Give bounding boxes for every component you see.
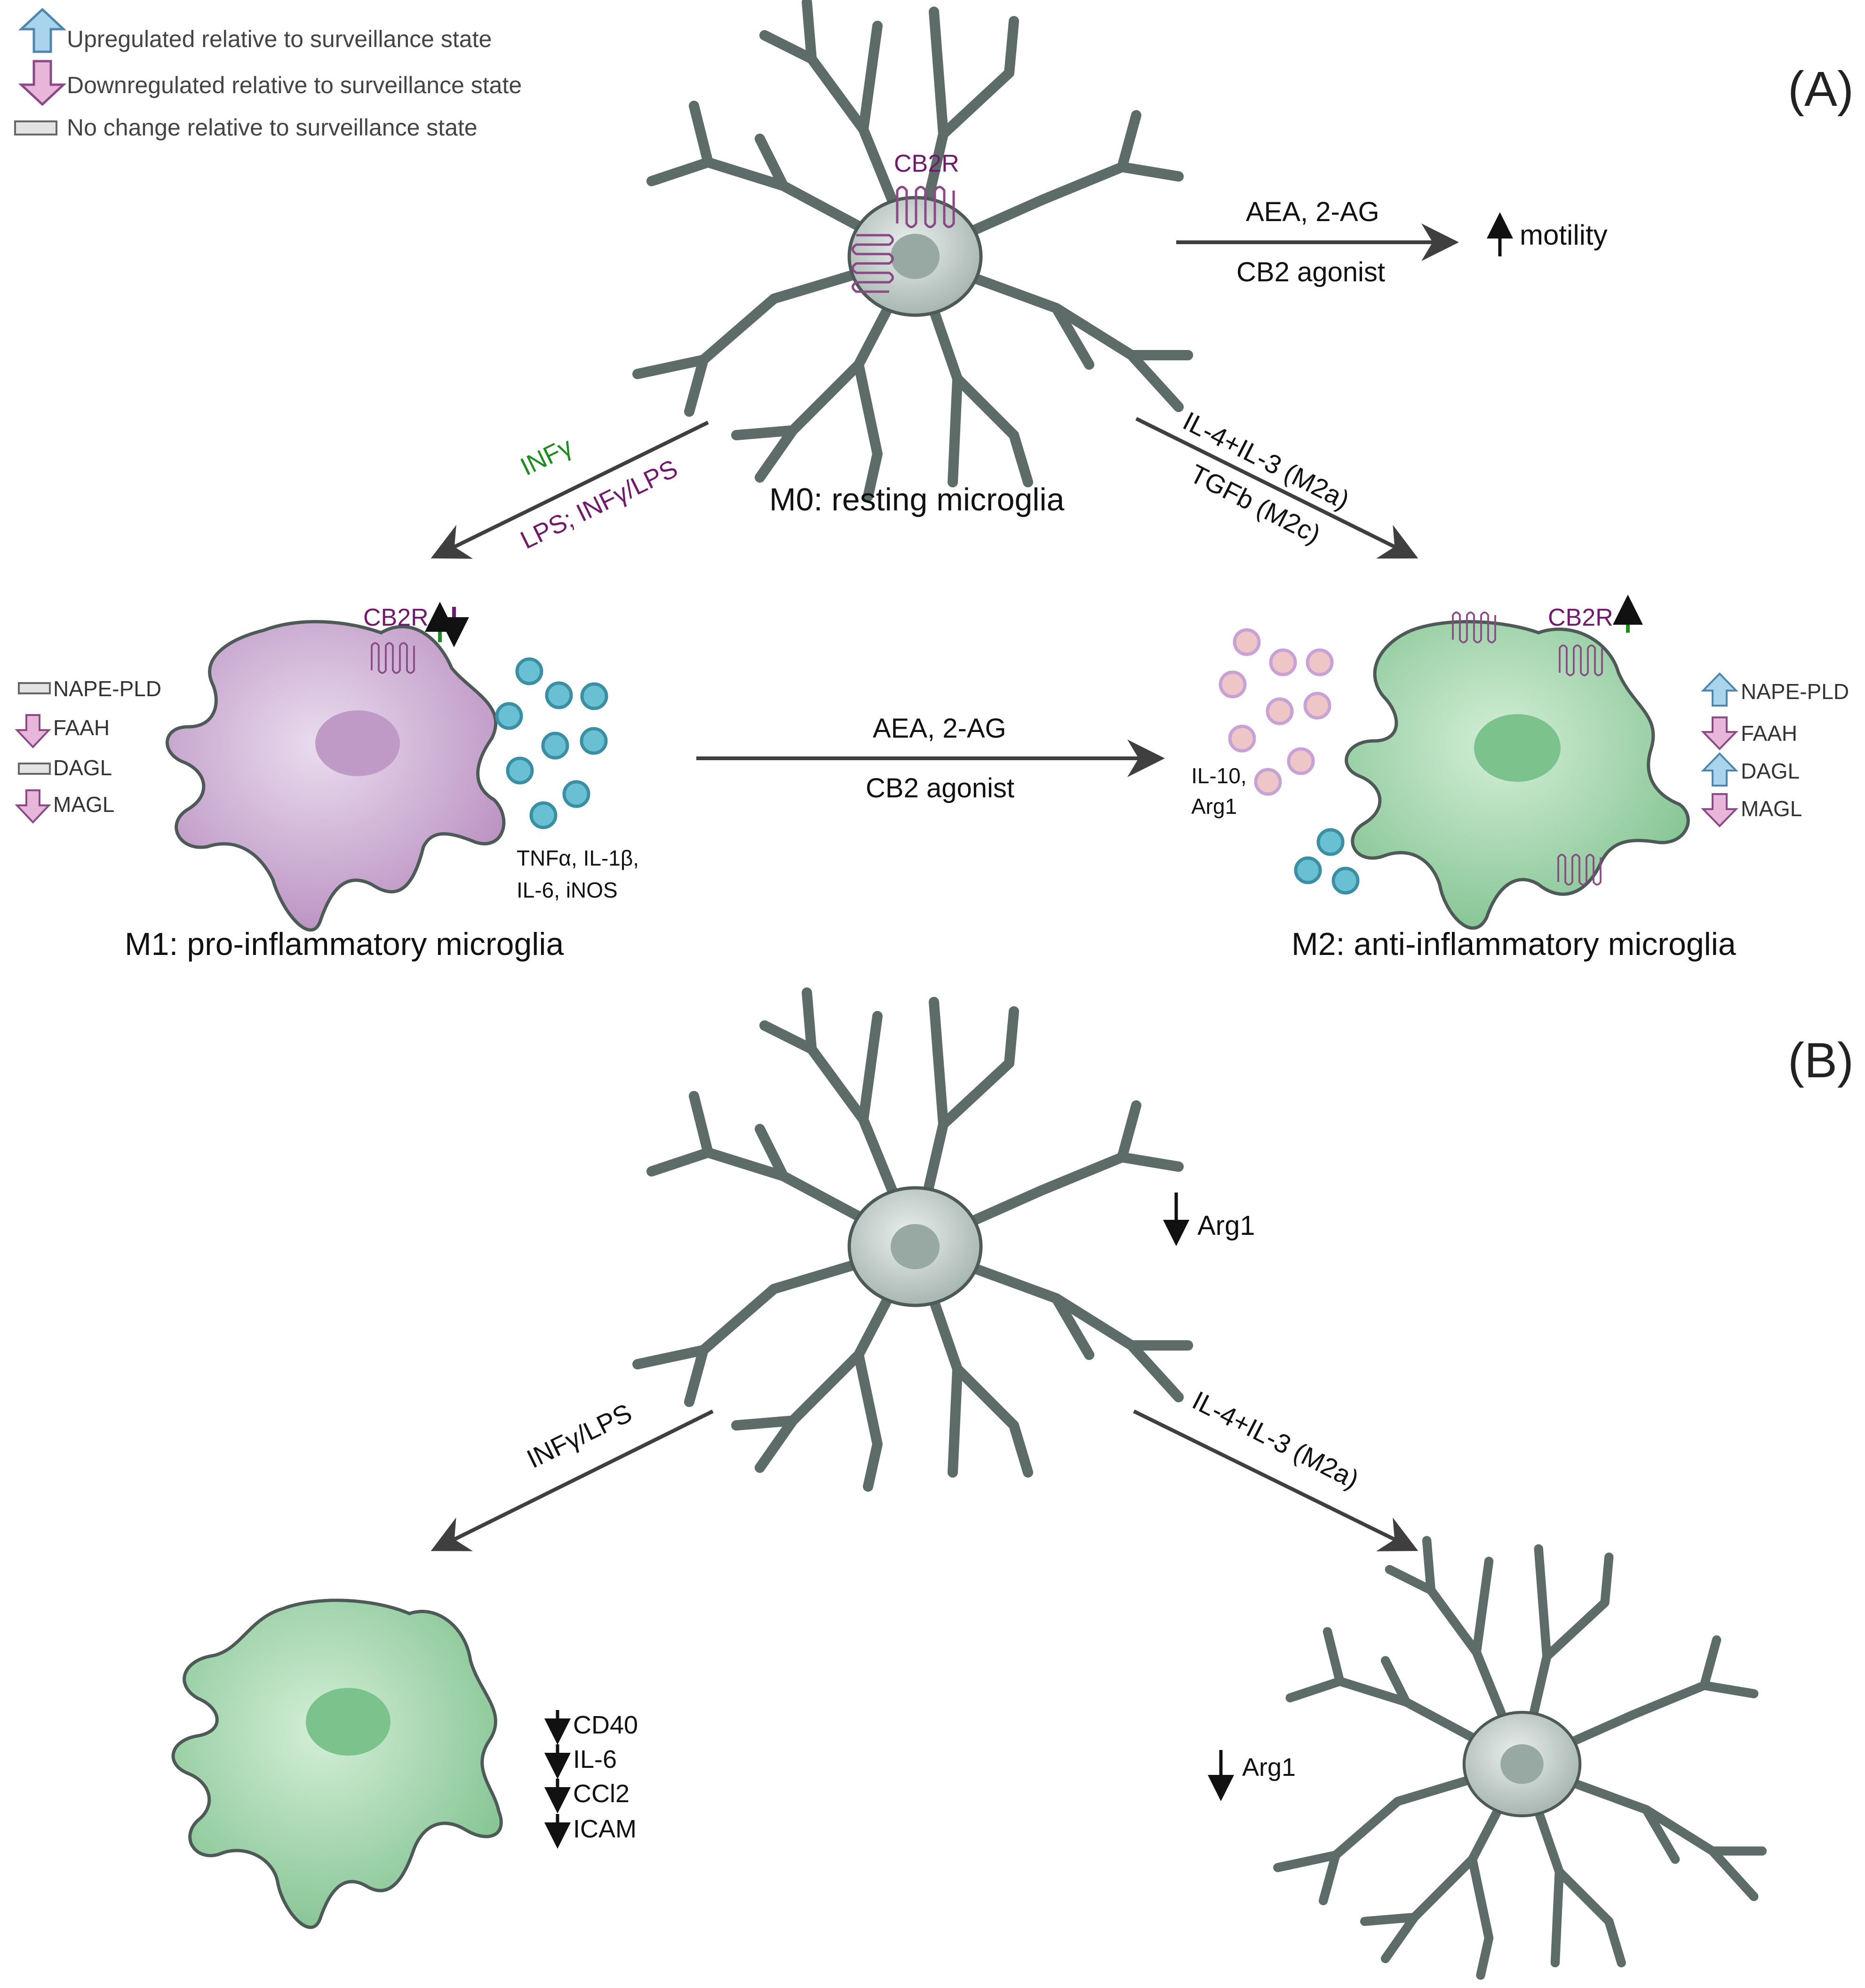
legend-up-label: Upregulated relative to surveillance sta…: [67, 26, 492, 52]
dagl-up-arrow-icon: [1701, 752, 1738, 787]
b-m1-effect-il6: IL-6: [573, 1745, 617, 1773]
m1-title: M1: pro-inflammatory microglia: [125, 926, 564, 962]
b-m1-effect-cd40: CD40: [573, 1711, 638, 1739]
m1-enzyme-dagl: DAGL: [53, 755, 112, 780]
m2-enzyme-list: NAPE-PLD FAAH DAGL MAGL: [1701, 672, 1849, 827]
m2-magl-down-arrow-icon: [1701, 793, 1738, 827]
b-m0-resting-cell: [638, 993, 1188, 1487]
m2-cytokines-line2: Arg1: [1191, 794, 1237, 819]
b-m0-effect-label: Arg1: [1197, 1210, 1255, 1241]
b-m1-effect-icam: ICAM: [573, 1815, 637, 1843]
dagl-nochange-icon: [18, 763, 51, 775]
m1-cytokines-line1: TNFα, IL-1β,: [517, 846, 639, 870]
m1-to-m2-top-label: AEA, 2-AG: [873, 713, 1006, 744]
nape-pld-nochange-icon: [18, 682, 51, 694]
m2-cytokines-line1: IL-10,: [1191, 763, 1247, 788]
m2-cytokine-dots: [1219, 628, 1360, 895]
m1-enzyme-magl: MAGL: [53, 792, 114, 817]
b-m1-cell: [171, 1598, 503, 1929]
m0-receptor-label: CB2R: [894, 150, 959, 177]
m0-title: M0: resting microglia: [769, 482, 1064, 517]
panel-b-label: (B): [1788, 1033, 1854, 1088]
faah-down-arrow-icon: [15, 714, 51, 748]
panel-a-label: (A): [1788, 62, 1854, 117]
m2-receptor-label: CB2R: [1548, 604, 1613, 631]
b-to-m2-label: IL-4+IL-3 (M2a): [1188, 1385, 1364, 1495]
m1-cytokine-dots: [495, 657, 608, 829]
motility-arrow-top-label: AEA, 2-AG: [1246, 197, 1379, 227]
m2-title: M2: anti-inflammatory microglia: [1291, 926, 1736, 962]
b-m2-effect-label: Arg1: [1242, 1753, 1296, 1781]
m1-enzyme-faah: FAAH: [53, 716, 110, 740]
m2-enzyme-magl: MAGL: [1741, 796, 1802, 821]
no-change-bar-icon: [14, 120, 57, 135]
b-to-m1-label: INFγ/LPS: [522, 1398, 637, 1474]
legend-down-label: Downregulated relative to surveillance s…: [67, 72, 522, 98]
legend-nochange-label: No change relative to surveillance state: [67, 114, 478, 141]
m0-resting-cell: [638, 2, 1188, 496]
b-m0-to-m1-arrow: [430, 1409, 714, 1551]
to-m1-top-label: INFγ: [516, 432, 577, 481]
m1-enzyme-list: NAPE-PLD FAAH DAGL MAGL: [15, 676, 161, 824]
motility-arrow-bottom-label: CB2 agonist: [1236, 257, 1385, 287]
b-m1-effect-ccl2: CCl2: [573, 1780, 630, 1808]
legend: Upregulated relative to surveillance sta…: [14, 8, 522, 141]
b-m1-effects: CD40 IL-6 CCl2 ICAM: [544, 1710, 638, 1849]
m2-faah-down-arrow-icon: [1701, 716, 1738, 750]
m0-to-m2-arrow: [1135, 417, 1419, 559]
m2-cell: [1345, 612, 1690, 930]
m2-enzyme-nape-pld: NAPE-PLD: [1741, 679, 1849, 704]
m2-enzyme-faah: FAAH: [1741, 721, 1797, 746]
m1-receptor-label: CB2R: [363, 604, 429, 631]
b-m0-to-m2-arrow: [1133, 1409, 1419, 1551]
b-m2-cell: [1278, 1541, 1762, 1975]
m1-cytokines-line2: IL-6, iNOS: [517, 878, 618, 902]
magl-down-arrow-icon: [15, 789, 51, 824]
m1-cell: [165, 620, 506, 932]
motility-effect-label: motility: [1520, 219, 1608, 251]
up-arrow-icon: [18, 8, 67, 53]
m2-enzyme-dagl: DAGL: [1741, 759, 1800, 783]
nape-pld-up-arrow-icon: [1701, 672, 1738, 707]
down-arrow-icon: [18, 60, 67, 106]
m0-to-m1-arrow: [430, 421, 709, 559]
m1-to-m2-bottom-label: CB2 agonist: [866, 773, 1014, 803]
m1-enzyme-nape-pld: NAPE-PLD: [53, 676, 161, 701]
